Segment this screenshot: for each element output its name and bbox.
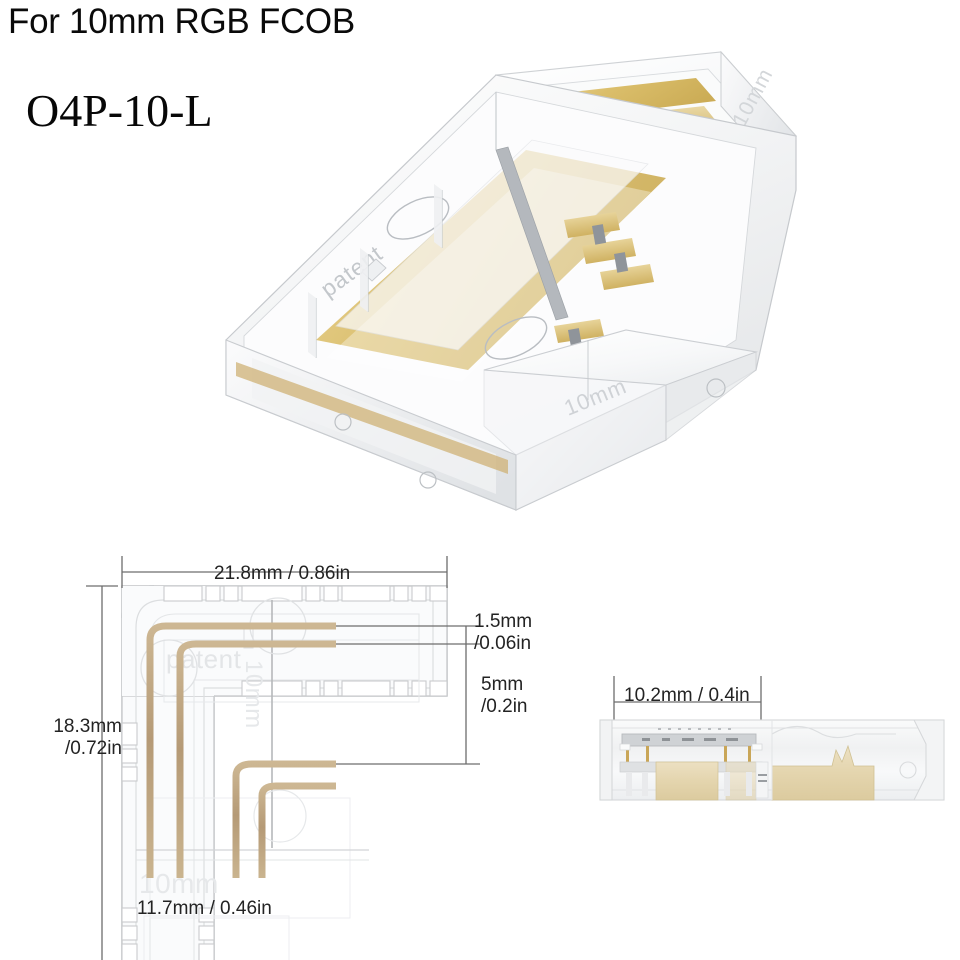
tv-gold-traces-2	[232, 760, 336, 878]
dimension-height-in: /0.72in	[64, 738, 122, 760]
product-photo: 10mm patent	[196, 40, 806, 540]
sv-contact-strip	[619, 728, 763, 762]
dimension-pitch-mm: 5mm	[481, 674, 524, 695]
tv-emboss-10mm-right: 10mm	[240, 660, 267, 729]
side-view-drawing	[596, 658, 948, 828]
dimension-trace-gap: 1.5mm/0.06in	[474, 611, 532, 655]
dimension-trace-gap-mm: 1.5mm	[474, 611, 533, 632]
dimension-height-mm: 18.3mm	[53, 716, 122, 737]
dimension-pitch-in: /0.2in	[481, 696, 528, 718]
dimension-pitch: 5mm/0.2in	[481, 674, 527, 718]
top-view-drawing: patent 10mm 10mm	[14, 548, 594, 960]
photo-lower-arm	[225, 339, 517, 511]
page-title: For 10mm RGB FCOB	[8, 2, 355, 41]
sv-pads	[619, 744, 875, 801]
dimension-depth: 11.7mm / 0.46in	[137, 898, 272, 919]
sv-ridge	[771, 725, 896, 739]
tv-gold-traces	[146, 622, 336, 878]
photo-front-block: 10mm	[334, 329, 759, 511]
dimension-trace-gap-in: /0.06in	[474, 633, 532, 655]
tv-dimensions	[86, 556, 480, 960]
dimension-height: 18.3mm/0.72in	[34, 716, 122, 760]
dimension-contact-length: 10.2mm / 0.4in	[624, 685, 750, 706]
dimension-width: 21.8mm / 0.86in	[214, 563, 351, 584]
model-code: O4P-10-L	[26, 85, 213, 136]
photo-fin-faces	[308, 184, 442, 358]
photo-contact-fingers	[554, 212, 654, 349]
